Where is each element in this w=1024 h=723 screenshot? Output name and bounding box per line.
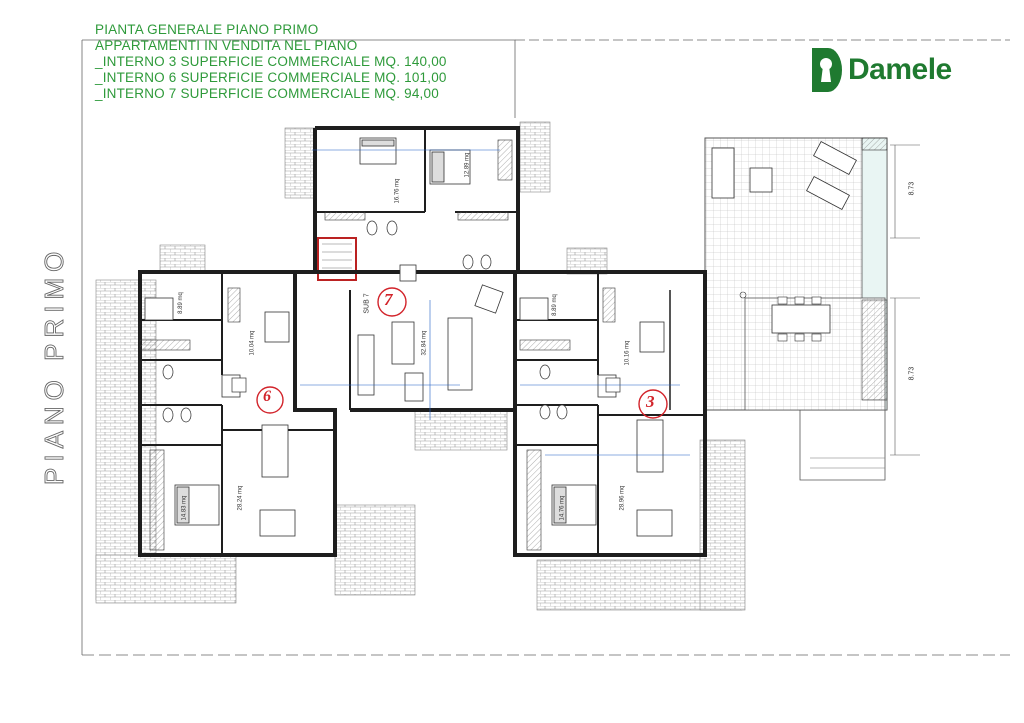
keyhole-d-icon xyxy=(812,48,842,92)
room-c2-top-area: 16.76 mq xyxy=(394,178,401,204)
room-c1-right-area: 14.76 mq xyxy=(559,495,566,521)
furniture-beds xyxy=(144,137,665,526)
brick-patios xyxy=(95,121,746,611)
damele-logo: Damele xyxy=(810,45,952,95)
room-sk6-area: 28.24 mq xyxy=(237,485,244,511)
bathroom-fixtures xyxy=(162,220,621,423)
room-sk7-area: 32.84 mq xyxy=(421,330,428,356)
room-sk3-area: 28.96 mq xyxy=(619,485,626,511)
elevation-8-73-top: 8.73 xyxy=(908,181,916,196)
room-c1-top-area: 12.89 mq xyxy=(464,152,471,178)
side-title: PIANO PRIMO xyxy=(39,245,70,485)
wardrobes xyxy=(139,139,616,551)
title-line-5: _INTERNO 7 SUPERFICIE COMMERCIALE MQ. 94… xyxy=(95,86,439,101)
unit-markers xyxy=(256,287,668,419)
unit-7-label: 7 xyxy=(384,290,393,309)
logo-wordmark: Damele xyxy=(848,53,952,86)
title-line-2: APPARTAMENTI IN VENDITA NEL PIANO xyxy=(95,38,358,53)
unit-6-label: 6 xyxy=(263,388,271,405)
room-c3-right-area: 10.16 mq xyxy=(624,340,631,366)
unit-3-circle xyxy=(638,389,668,419)
room-c3-left-area: 10.04 mq xyxy=(249,330,256,356)
room-c2-right-area: 8.89 mq xyxy=(551,294,558,316)
unit-3-label: 3 xyxy=(646,392,655,411)
sheet-border xyxy=(81,39,1010,656)
room-c1-left-area: 14.83 mq xyxy=(181,495,188,521)
sub-7-label: SUB 7 xyxy=(363,293,371,314)
terrace xyxy=(704,137,920,481)
title-line-3: _INTERNO 3 SUPERFICIE COMMERCIALE MQ. 14… xyxy=(95,54,447,69)
side-title-text: PIANO PRIMO xyxy=(39,246,69,485)
title-line-4: _INTERNO 6 SUPERFICIE COMMERCIALE MQ. 10… xyxy=(95,70,447,85)
unit-6-circle xyxy=(256,386,284,414)
title-line-1: PIANTA GENERALE PIANO PRIMO xyxy=(95,22,319,37)
elevation-8-73-bottom: 8.73 xyxy=(908,366,916,381)
room-c2-left-area: 8.89 mq xyxy=(177,292,184,314)
section-lines xyxy=(300,149,690,456)
unit-7-circle xyxy=(377,287,407,317)
